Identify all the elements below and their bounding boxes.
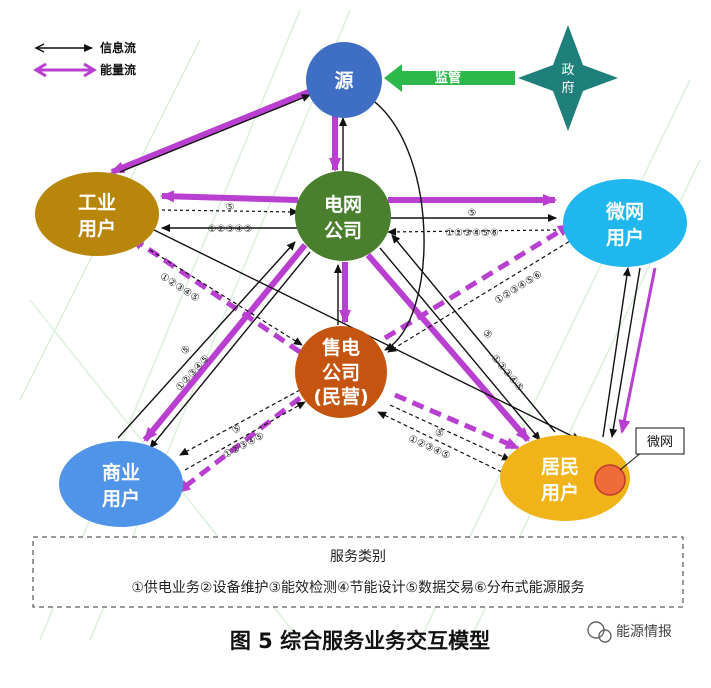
node-retail: 售电 公司 (民营) [295,326,387,418]
info-resident-to-microgrid [602,267,631,438]
node-resident-label-1: 居民 [541,456,579,478]
legend-energy-flow: 能量流 [100,62,136,77]
node-government: 政 府 [518,25,618,131]
edge-label: ⑤ [480,327,494,341]
node-grid-label-2: 公司 [324,220,362,242]
energy-retail-to-resident [394,392,520,451]
info-grid-to-resident [379,247,541,441]
info-industrial-grid-dashed [161,207,299,216]
edge-label: ①②③④⑤ [158,271,202,305]
node-industrial-label-1: 工业 [78,192,116,214]
energy-grid-to-resident [365,253,531,442]
edge-label: ①②③④⑤ [208,224,253,235]
node-source: 源 [306,42,382,118]
info-commercial-retail-dashed [184,401,306,471]
figure-caption: 图 5 综合服务业务交互模型 [230,629,490,653]
arrows [110,64,657,494]
energy-microgrid-to-resident [618,267,657,434]
node-commercial-label-1: 商业 [102,461,140,484]
info-commercial-to-grid [117,241,296,439]
node-industrial-label-2: 用户 [78,217,116,240]
wechat-icon [587,621,605,639]
edge-label: ①②③④⑤ [406,433,451,462]
energy-retail-to-commercial [176,396,302,494]
info-industrial-to-source [119,94,311,173]
resident-microgrid-dot [594,464,626,496]
node-industrial: 工业 用户 [35,172,159,256]
edge-label: ①②③④⑤⑥ [493,269,544,307]
info-microgrid-grid-dashed [387,227,557,236]
service-category-box: 服务类别 ①供电业务②设备维护③能效检测④节能设计⑤数据交易⑥分布式能源服务 [32,536,684,608]
edge-label: ①②③④⑤ [174,353,212,394]
node-resident: 居民 用户 [500,435,630,521]
energy-source-to-industrial [110,85,320,175]
edge-label: ⑤ [468,208,477,219]
node-retail-label-1: 售电 [321,336,360,359]
microgrid-callout-label: 微网 [647,435,673,450]
node-government-label-1: 政 [561,63,574,78]
edge-label: ⑤ [230,423,243,437]
wechat-watermark: 能源情报 [587,621,672,643]
info-source-to-retail [364,94,425,351]
edge-label: ⑤ [433,427,446,441]
edge-label: ①②③④⑤ [488,353,525,394]
node-commercial: 商业 用户 [59,441,183,527]
info-industrial-retail-dashed [149,249,303,346]
node-source-label: 源 [334,69,353,92]
node-microgrid-label-2: 用户 [606,226,644,249]
edge-label: ①②③④⑤⑥ [445,228,499,239]
supervision-label: 监管 [435,70,461,86]
energy-grid-to-commercial [142,243,308,442]
node-microgrid: 微网 用户 [563,179,687,267]
node-resident-label-2: 用户 [541,481,579,504]
edge-label: ⑤ [179,343,193,357]
energy-retail-to-industrial [130,235,302,355]
node-retail-label-3: (民营) [313,385,368,408]
info-retail-resident-dashed [389,404,511,461]
node-grid-label-1: 电网 [324,193,362,216]
watermark-text: 能源情报 [616,624,672,640]
info-resident-retail-dashed [377,411,509,476]
node-microgrid-label-1: 微网 [605,200,644,223]
microgrid-callout: 微网 [619,427,685,471]
service-title: 服务类别 [330,549,386,565]
service-items: ①供电业务②设备维护③能效检测④节能设计⑤数据交易⑥分布式能源服务 [131,579,584,596]
info-retail-commercial-dashed [179,389,301,456]
node-commercial-label-2: 用户 [102,487,140,510]
node-retail-label-2: 公司 [322,362,360,384]
edge-label: ⑤ [226,202,235,213]
info-microgrid-to-resident [609,267,641,438]
info-grid-to-commercial [149,251,311,449]
node-grid: 电网 公司 [295,171,391,261]
info-microgrid-retail-dashed [387,237,576,353]
energy-retail-to-microgrid [383,222,572,341]
legend-info-flow: 信息流 [100,40,136,55]
node-government-label-2: 府 [561,81,574,96]
legend: 信息流 能量流 [33,40,136,78]
energy-grid-to-industrial [160,190,299,203]
info-resident-to-grid [391,234,556,433]
